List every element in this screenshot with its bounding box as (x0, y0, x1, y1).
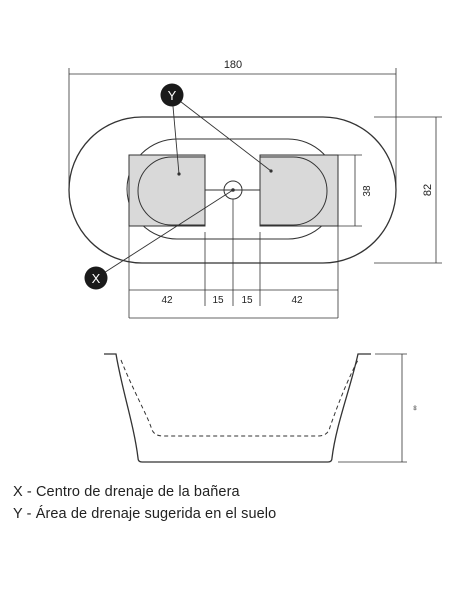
dim-bottom-left-label: 42 (161, 295, 173, 306)
dim-bottom-mid-right-label: 15 (241, 295, 253, 306)
y-leader-left (171, 94, 180, 175)
x-leader (95, 189, 234, 279)
legend-y: Y - Área de drenaje sugerida en el suelo (13, 506, 277, 522)
legend-x: X - Centro de drenaje de la bañera (13, 484, 240, 500)
drain-area-right (259, 154, 339, 227)
dim-length-label: 180 (224, 59, 242, 71)
marker-y-label: Y (168, 88, 177, 103)
tub-side-profile (104, 353, 371, 463)
top-view (68, 68, 442, 319)
marker-y: Y (160, 83, 184, 107)
dim-bottom-right-label: 42 (291, 295, 303, 306)
inner-seat-right (260, 156, 328, 226)
marker-x-label: X (92, 271, 101, 286)
side-view (104, 353, 407, 463)
drain-area-left (128, 154, 206, 227)
dim-inner-width-label: 38 (362, 185, 373, 197)
marker-x: X (84, 266, 108, 290)
dim-width-label: 82 (422, 184, 434, 196)
inner-seat-left (137, 156, 205, 226)
dimension-labels: 180 82 38 42 15 15 42 (161, 59, 434, 306)
tub-inner-profile-dashed (120, 359, 359, 437)
dim-bottom-mid-left-label: 15 (212, 295, 224, 306)
y-leader-right (171, 94, 272, 172)
dim-side-height-label: ∞ (412, 406, 419, 411)
